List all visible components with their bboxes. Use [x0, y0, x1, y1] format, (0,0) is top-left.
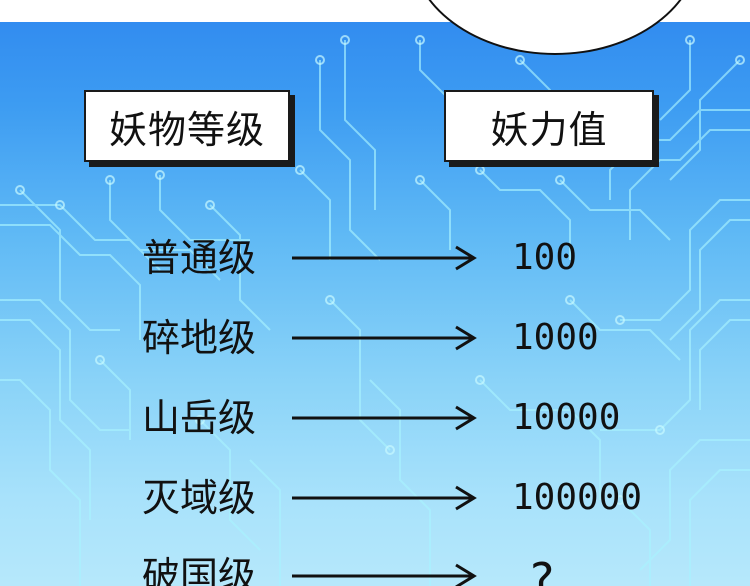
level-row: 破国级 ?: [0, 546, 750, 586]
level-name: 灭域级: [142, 476, 257, 520]
power-value: 10000: [512, 397, 621, 438]
right-arrow-icon: [292, 245, 477, 271]
power-value-unknown: ?: [530, 553, 555, 586]
power-value: 100000: [512, 477, 643, 518]
level-name: 破国级: [142, 554, 257, 586]
level-row: 山岳级 10000: [0, 388, 750, 448]
right-arrow-icon: [292, 563, 477, 586]
level-name: 山岳级: [142, 396, 257, 440]
power-header-label: 妖力值: [490, 107, 608, 152]
power-value: 1000: [512, 317, 599, 358]
level-header: 妖物等级: [84, 90, 290, 162]
right-arrow-icon: [292, 325, 477, 351]
level-row: 碎地级 1000: [0, 308, 750, 368]
right-arrow-icon: [292, 405, 477, 431]
level-row: 灭域级 100000: [0, 468, 750, 528]
power-header: 妖力值: [444, 90, 654, 162]
level-name: 普通级: [142, 236, 257, 280]
power-value: 100: [512, 237, 578, 278]
right-arrow-icon: [292, 485, 477, 511]
level-name: 碎地级: [142, 316, 257, 360]
level-header-label: 妖物等级: [108, 107, 265, 152]
level-row: 普通级 100: [0, 228, 750, 288]
